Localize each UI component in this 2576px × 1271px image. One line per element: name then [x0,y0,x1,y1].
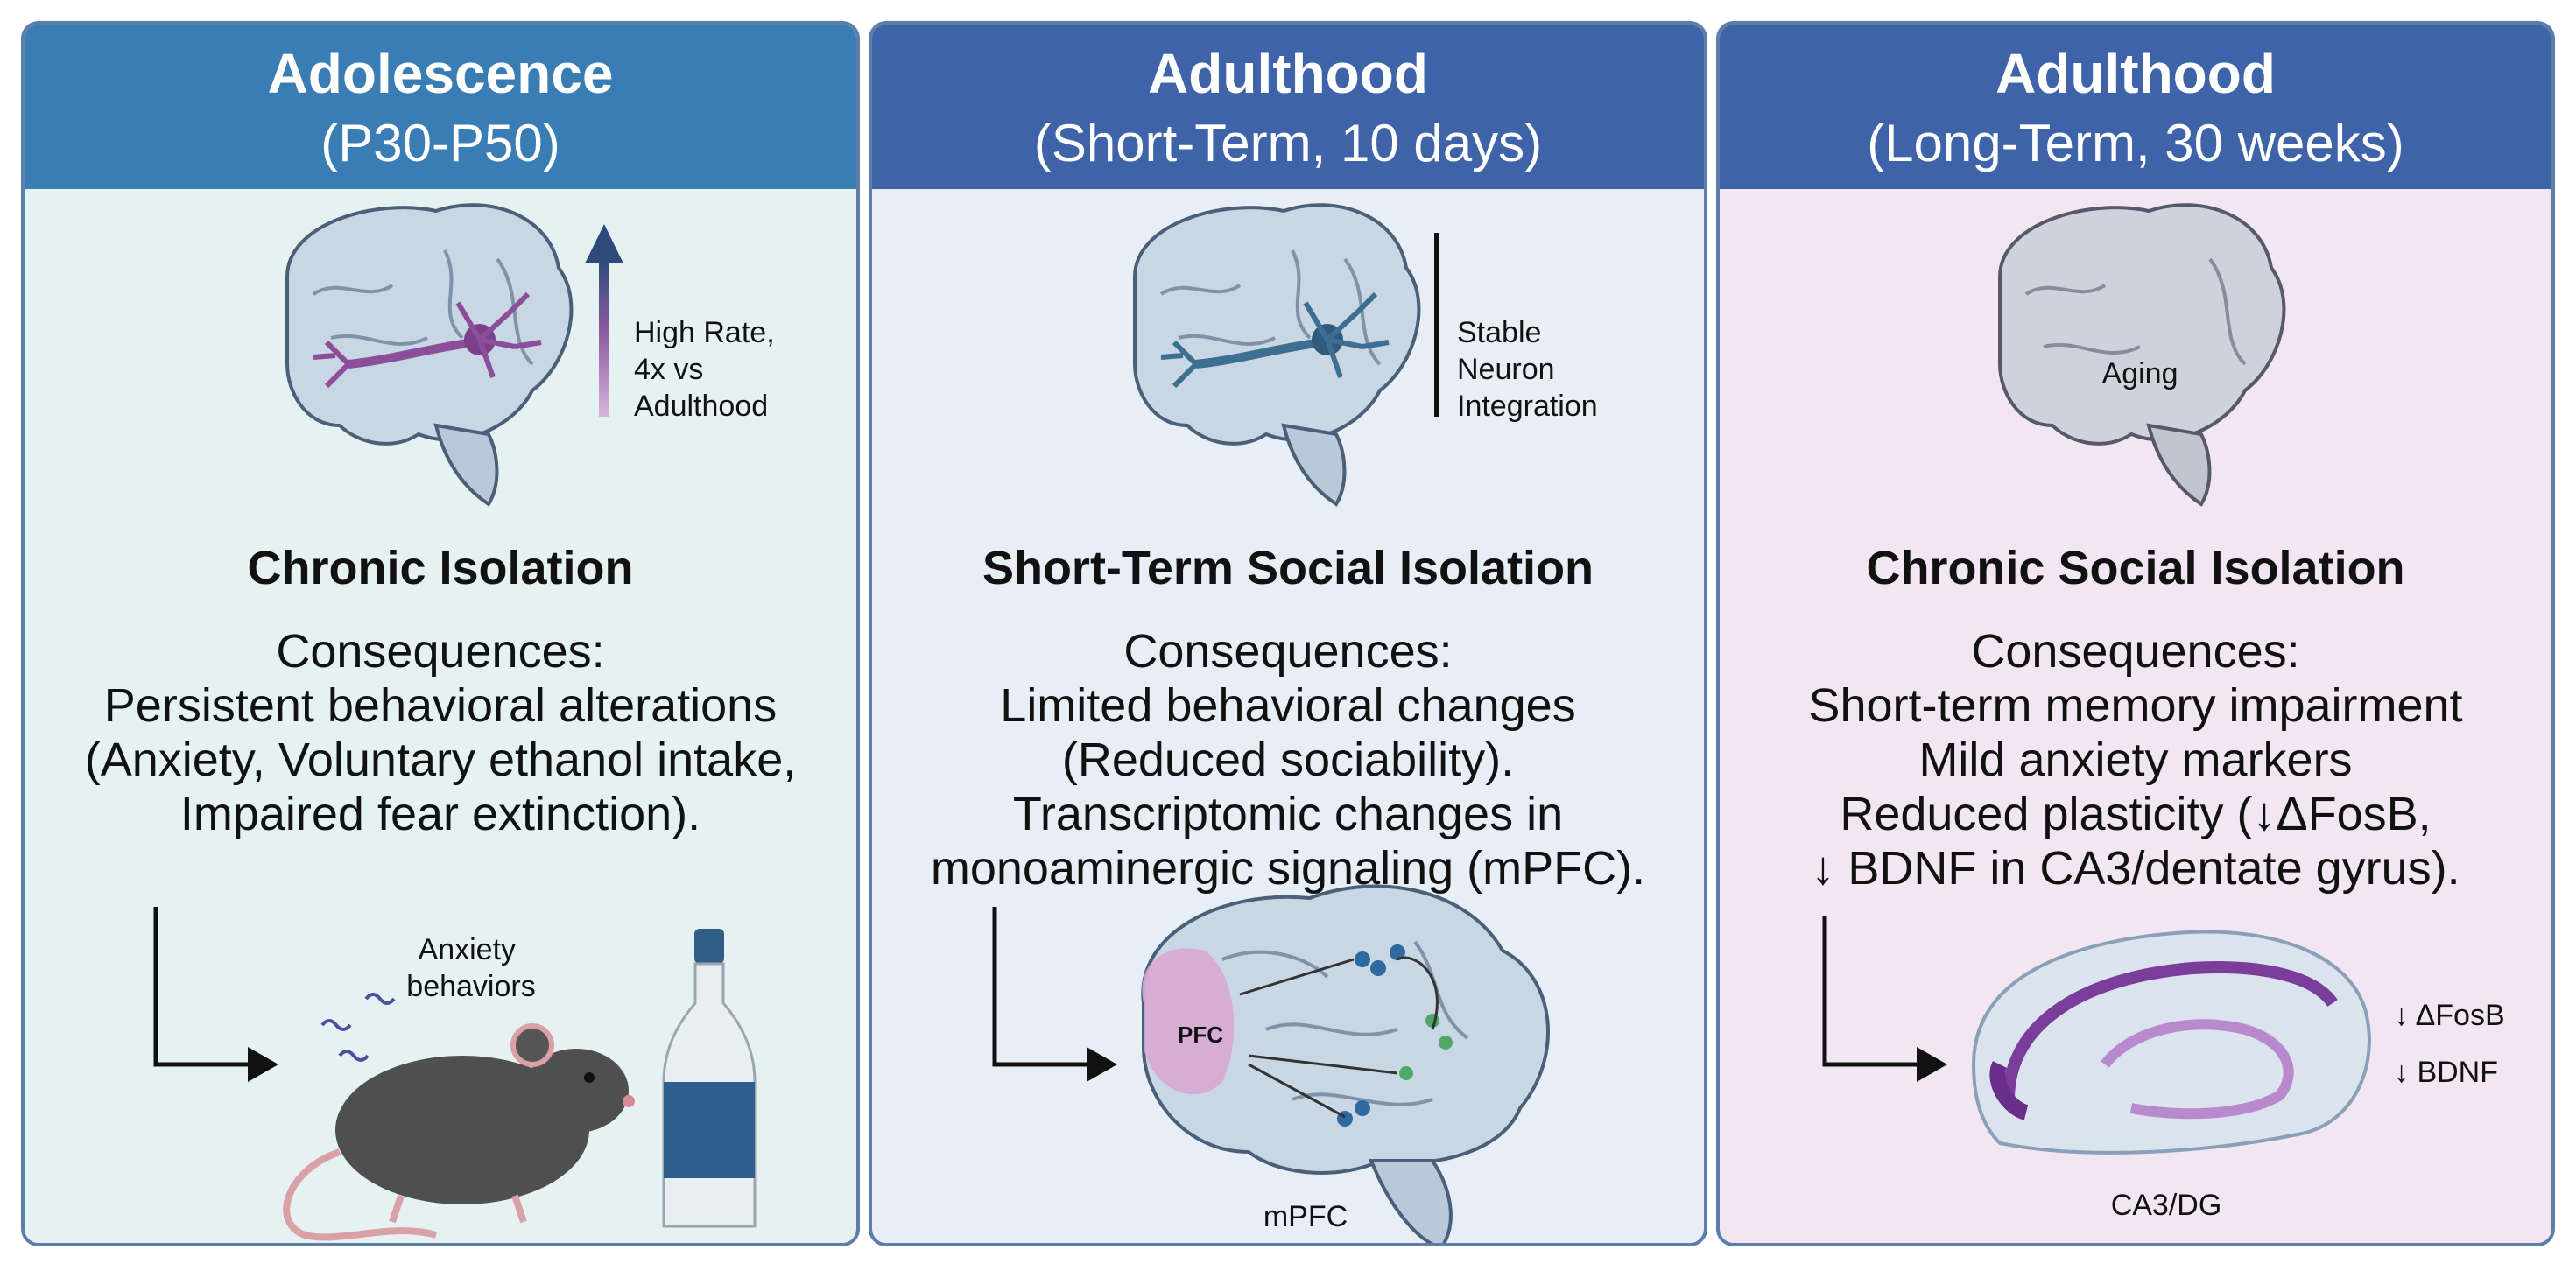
panel-title: Adulthood [1148,42,1428,105]
bdnf-label: ↓ BDNF [2394,1056,2498,1089]
consequences-text: Consequences: Short-term memory impairme… [1720,624,2551,895]
neuron-icon [313,291,542,389]
deltafosb-label: ↓ ΔFosB [2394,999,2505,1032]
consequence-line: (Anxiety, Voluntary ethanol intake, [84,734,797,786]
consequence-line: Impaired fear extinction). [179,788,701,840]
mouse-icon [283,1023,635,1241]
panel-art: Stable Neuron Integration PFC mPFC [992,203,1598,1243]
panel-header: Adolescence (P30-P50) [25,25,856,189]
consequence-line: Reduced plasticity (↓ΔFosB, [1840,788,2432,840]
mpfc-caption: mPFC [1263,1200,1348,1233]
condition-title: Chronic Isolation [247,542,634,594]
consequence-line: Limited behavioral changes [1000,679,1576,732]
divider-line [1434,233,1439,417]
panel-art: High Rate, 4x vs Adulthood Anxiety behav… [153,203,783,1241]
consequences-text: Consequences: Limited behavioral changes… [872,624,1704,895]
panel-art: Aging ↓ ΔFosB ↓ BDNF CA3/DG [1822,203,2505,1222]
consequence-line: monoaminergic signaling (mPFC). [930,842,1646,895]
condition-title: Chronic Social Isolation [1866,542,2405,594]
condition-title: Short-Term Social Isolation [982,542,1594,594]
neuron-icon [1160,291,1390,389]
arrow-right-icon [1822,916,1947,1082]
hippocampus-icon [1971,930,2371,1155]
panel-header: Adulthood (Short-Term, 10 days) [872,25,1704,189]
pfc-label: PFC [1178,1022,1223,1048]
aging-label: Aging [2102,357,2178,390]
panel-header: Adulthood (Long-Term, 30 weeks) [1720,25,2551,189]
anxiety-lines-icon [320,993,396,1062]
brain-icon [285,203,574,507]
panel-adulthood-short-term: Adulthood (Short-Term, 10 days) Stable N… [869,21,1707,1246]
aging-brain-icon [1998,203,2286,507]
consequence-line: Persistent behavioral alterations [103,679,778,732]
consequences-heading: Consequences: [1123,625,1453,678]
consequences-heading: Consequences: [1971,625,2300,678]
panel-subtitle: (P30-P50) [320,114,560,172]
brain-icon [1133,203,1421,507]
panel-subtitle: (Short-Term, 10 days) [1033,114,1543,172]
ca3-dg-caption: CA3/DG [2111,1189,2222,1222]
arrow-right-icon [992,907,1117,1082]
rate-label: High Rate, 4x vs Adulthood [634,316,783,423]
panel-subtitle: (Long-Term, 30 weeks) [1867,114,2404,172]
consequence-line: Mild anxiety markers [1918,734,2353,786]
panel-adolescence: Adolescence (P30-P50) Hi [21,21,860,1246]
panel-title: Adulthood [1995,42,2276,105]
consequence-line: Short-term memory impairment [1808,679,2463,732]
consequences-text: Consequences: Persistent behavioral alte… [25,624,856,841]
brain-pfc-icon [1141,884,1551,1243]
up-arrow-icon [585,224,623,417]
arrow-right-icon [153,907,278,1082]
consequence-line: (Reduced sociability). [1061,734,1515,786]
integration-label: Stable Neuron Integration [1457,316,1598,423]
panel-title: Adolescence [267,42,614,105]
consequences-heading: Consequences: [276,625,605,678]
bottle-icon [662,929,757,1228]
anxiety-label: Anxiety behaviors [406,933,535,1003]
consequence-line: Transcriptomic changes in [1012,788,1564,840]
consequence-line: ↓ BDNF in CA3/dentate gyrus). [1811,842,2460,895]
panel-adulthood-long-term: Adulthood (Long-Term, 30 weeks) Aging ↓ … [1716,21,2555,1246]
